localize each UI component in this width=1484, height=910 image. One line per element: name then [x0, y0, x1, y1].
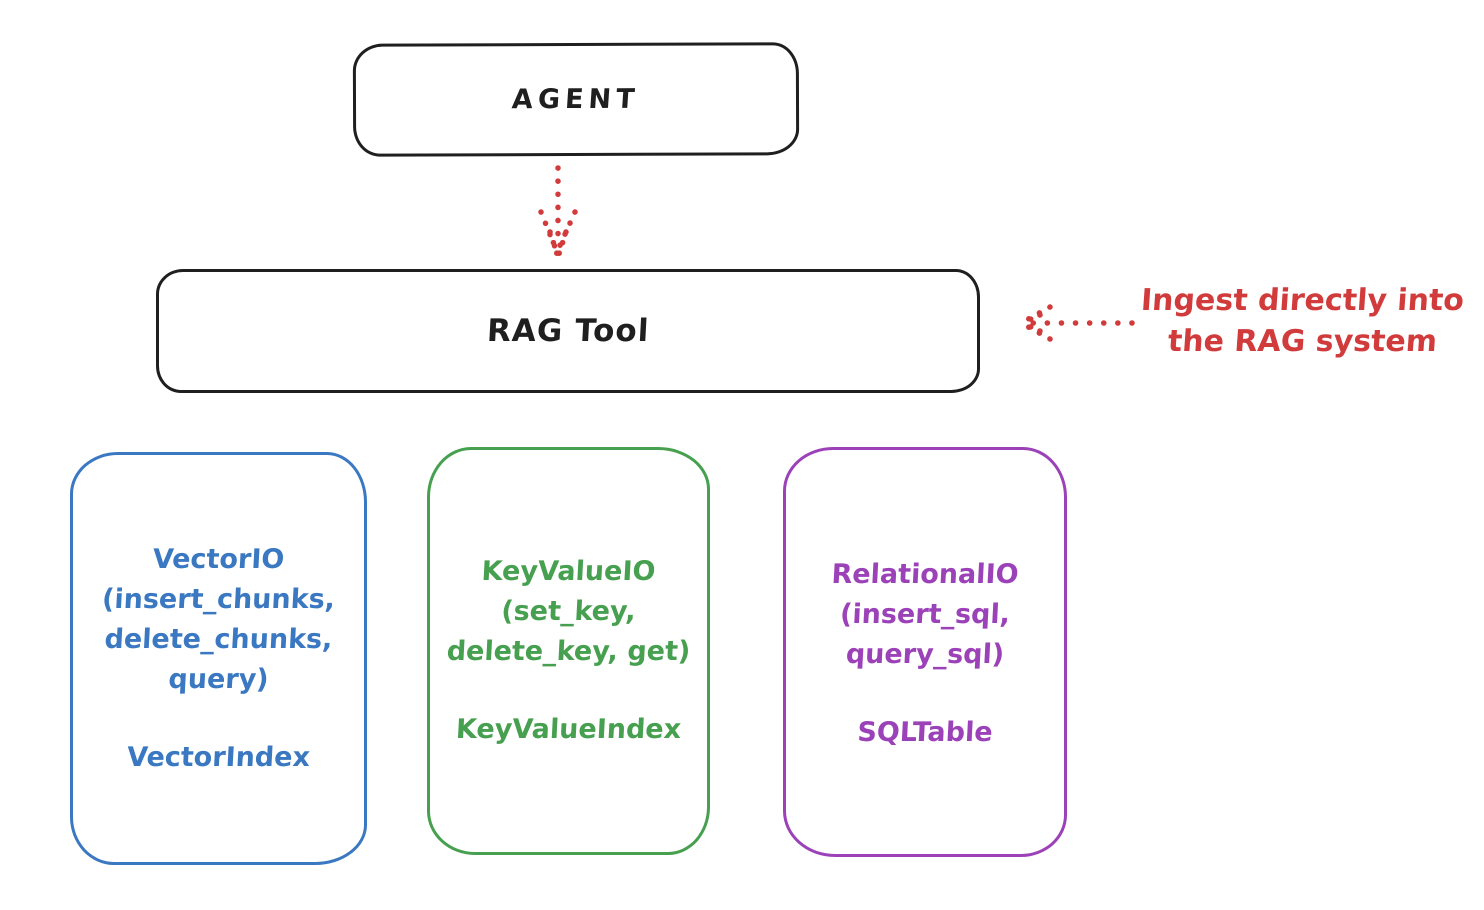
- ingest-annotation: Ingest directly into the RAG system: [1130, 280, 1475, 362]
- agent-node: AGENT: [352, 42, 800, 157]
- relational-io-title: RelationalIO: [830, 559, 1020, 590]
- relational-io-node: RelationalIO (insert_sql, query_sql) SQL…: [783, 447, 1067, 857]
- keyvalue-io-ops-line1: (set_key,: [500, 596, 637, 627]
- ingest-annotation-line1: Ingest directly into: [1139, 283, 1466, 318]
- vector-io-ops-line3: query): [167, 664, 270, 695]
- dotted-down-arrow-icon: [538, 165, 578, 260]
- vector-index-label: VectorIndex: [126, 742, 311, 773]
- keyvalue-index-label: KeyValueIndex: [455, 714, 682, 745]
- keyvalue-io-node: KeyValueIO (set_key, delete_key, get) Ke…: [427, 447, 710, 855]
- keyvalue-io-ops-line2: delete_key, get): [445, 636, 692, 667]
- vector-io-node: VectorIO (insert_chunks, delete_chunks, …: [70, 452, 367, 865]
- vector-io-ops-line2: delete_chunks,: [103, 624, 334, 655]
- keyvalue-io-title: KeyValueIO: [480, 556, 657, 587]
- relational-io-ops-line2: query_sql): [845, 639, 1005, 670]
- ingest-annotation-line2: the RAG system: [1166, 324, 1439, 359]
- agent-label: AGENT: [511, 83, 641, 116]
- rag-tool-label: RAG Tool: [485, 313, 651, 349]
- vector-io-ops-line1: (insert_chunks,: [101, 584, 336, 615]
- rag-tool-node: RAG Tool: [156, 269, 980, 393]
- relational-io-ops-line1: (insert_sql,: [839, 599, 1011, 630]
- dotted-left-arrow-icon: [1019, 304, 1135, 342]
- vector-io-title: VectorIO: [151, 544, 286, 575]
- sql-table-label: SQLTable: [856, 717, 994, 748]
